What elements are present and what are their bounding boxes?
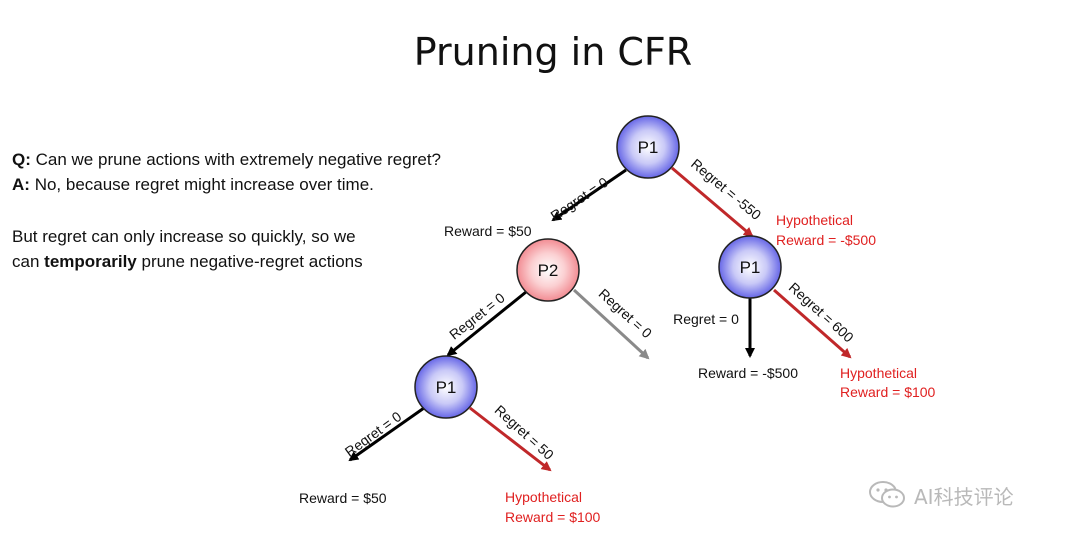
edge-p2-right	[572, 288, 650, 360]
watermark-text: AI科技评论	[914, 484, 1014, 509]
question-label: Q:	[12, 150, 31, 169]
note-emphasis: temporarily	[44, 252, 137, 271]
hypothetical-p1-right-line1: Hypothetical	[840, 365, 917, 381]
edge-p1b-right	[469, 406, 552, 472]
reward-label-p1-bottom: Reward = $50	[299, 490, 387, 506]
note-line-2-post: prune negative-regret actions	[141, 252, 363, 271]
edge-p1b-left	[348, 406, 425, 462]
edge-p2-left	[446, 290, 527, 357]
node-p1-right: P1	[718, 235, 782, 299]
hypothetical-root-line2: Reward = -$500	[776, 232, 876, 248]
answer-line: A: No, because regret might increase ove…	[12, 172, 441, 197]
note-line-2-pre: can	[12, 252, 40, 271]
note-block: But regret can only increase so quickly,…	[12, 224, 363, 274]
node-p1-bottom-label: P1	[436, 378, 457, 397]
node-p2: P2	[516, 238, 580, 302]
node-root: P1	[616, 115, 680, 179]
answer-text: No, because regret might increase over t…	[34, 175, 374, 194]
edge-label-root-left: Regret = 0	[547, 174, 611, 224]
question-text: Can we prune actions with extremely nega…	[35, 150, 442, 169]
edge-label-p1b-left: Regret = 0	[342, 408, 405, 460]
edge-label-p1r-right: Regret = 600	[786, 279, 857, 345]
note-line-1: But regret can only increase so quickly,…	[12, 227, 356, 246]
slide-title: Pruning in CFR	[413, 30, 693, 74]
watermark: AI科技评论	[868, 480, 1014, 510]
node-root-label: P1	[638, 138, 659, 157]
wechat-icon	[869, 481, 905, 508]
hypothetical-root-line1: Hypothetical	[776, 212, 853, 228]
note-line-2: can temporarily prune negative-regret ac…	[12, 249, 363, 274]
edge-label-p1r-down: Regret = 0	[673, 311, 739, 327]
edge-root-right	[671, 166, 754, 238]
node-p1-right-label: P1	[740, 258, 761, 277]
reward-label-p2: Reward = $50	[444, 223, 532, 239]
node-p1-bottom: P1	[414, 355, 478, 419]
reward-label-p1-right: Reward = -$500	[698, 365, 798, 381]
edge-root-left	[551, 168, 627, 222]
hypothetical-p1-bottom-line1: Hypothetical	[505, 489, 582, 505]
node-p2-label: P2	[538, 261, 559, 280]
hypothetical-p1-right-line2: Reward = $100	[840, 384, 936, 400]
edge-label-p2-right: Regret = 0	[596, 285, 656, 341]
qa-block: Q: Can we prune actions with extremely n…	[12, 147, 441, 197]
hypothetical-p1-bottom-line2: Reward = $100	[505, 509, 601, 525]
answer-label: A:	[12, 175, 30, 194]
question-line: Q: Can we prune actions with extremely n…	[12, 147, 441, 172]
edge-p1r-right	[773, 288, 852, 359]
